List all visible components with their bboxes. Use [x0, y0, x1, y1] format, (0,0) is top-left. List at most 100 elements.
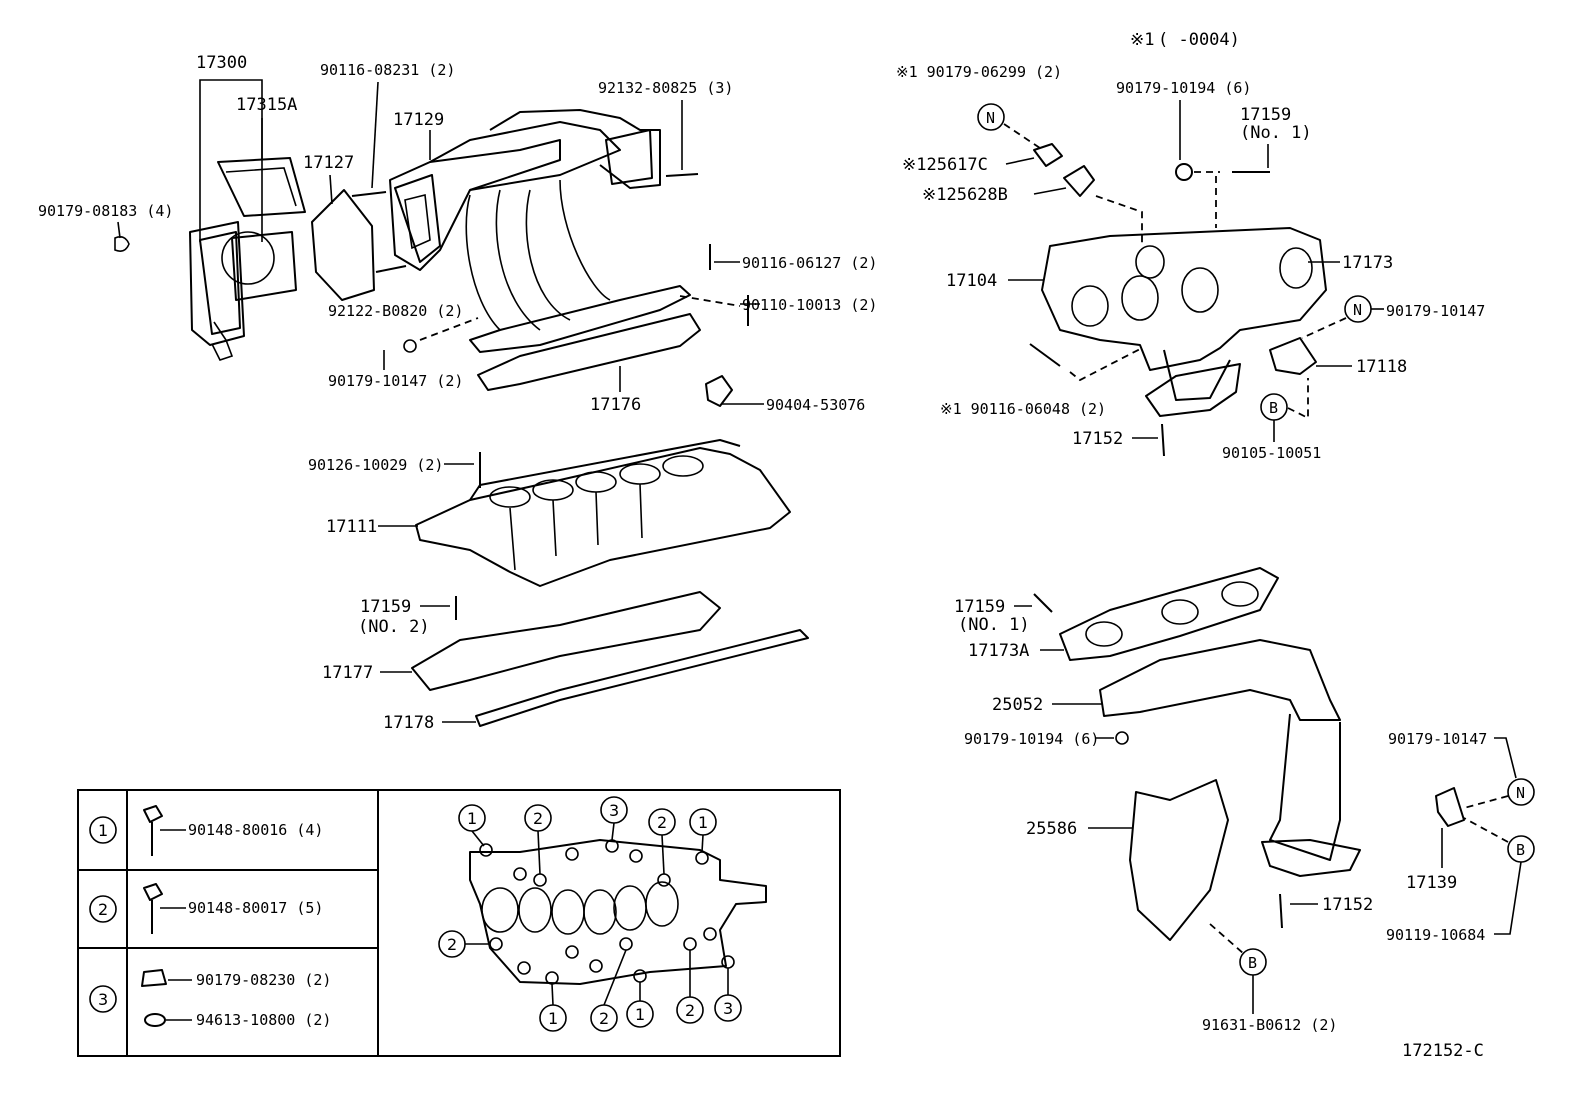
- pattern-leaders: [465, 822, 729, 1006]
- circle-n-top-label: N: [986, 109, 995, 127]
- circle-n-bottom: [1507, 778, 1535, 806]
- gasket-17127: [311, 189, 375, 301]
- label-17152-b: 17152: [1322, 895, 1373, 915]
- gasket-17177: [411, 591, 721, 691]
- label-90179-10147-b: 90179-10147: [1388, 730, 1487, 748]
- legend-part-3: 90179-08230 (2): [196, 971, 331, 989]
- nut-90179-10194: [1175, 163, 1193, 181]
- label-17118: 17118: [1356, 357, 1407, 377]
- label-90119-10684: 90119-10684: [1386, 926, 1485, 944]
- stud-90116-08231: [351, 191, 387, 197]
- label-17129: 17129: [393, 110, 444, 130]
- label-17173a: 17173A: [968, 641, 1029, 661]
- label-17300: 17300: [196, 53, 247, 73]
- label-17104: 17104: [946, 271, 997, 291]
- legend-key-3: 3: [98, 990, 108, 1009]
- lower-intake-manifold-drawing: [415, 439, 791, 587]
- gasket-17176: [477, 313, 701, 391]
- exhaust-converter-drawing: [1099, 639, 1361, 877]
- exhaust-manifold-drawing: [1041, 227, 1327, 417]
- washer-icon-3: [144, 1013, 166, 1027]
- label-90110-10013: 90110-10013 (2): [742, 296, 877, 314]
- label-90126-10029: 90126-10029 (2): [308, 456, 443, 474]
- label-90179-10194-b: 90179-10194 (6): [964, 730, 1099, 748]
- figure-code: 172152-C: [1402, 1041, 1484, 1061]
- stud-92122-b0820: [375, 265, 407, 273]
- label-17173: 17173: [1342, 253, 1393, 273]
- bolt-icon-1: [143, 805, 163, 856]
- label-17159-no1b: 17159: [954, 597, 1005, 617]
- nut-90179-10147: [403, 339, 417, 353]
- label-90116-06127: 90116-06127 (2): [742, 254, 877, 272]
- stud-92132-80825: [665, 173, 699, 177]
- note-range: ( -0004): [1158, 30, 1240, 50]
- label-17111: 17111: [326, 517, 377, 537]
- label-92122-b0820: 92122-B0820 (2): [328, 302, 463, 320]
- label-17315a: 17315A: [236, 95, 297, 115]
- label-90404-53076: 90404-53076: [766, 396, 865, 414]
- stud-90116-06048: [1029, 343, 1061, 367]
- label-17159-no2: 17159: [360, 597, 411, 617]
- label-17159-no1: 17159: [1240, 105, 1291, 125]
- label-91631-b0612: 91631-B0612 (2): [1202, 1016, 1337, 1034]
- bolt-legend-table: [77, 789, 841, 1057]
- bolt-icon-2: [143, 883, 163, 934]
- label-90116-06048: ※1 90116-06048 (2): [940, 400, 1106, 418]
- legend-key-1: 1: [98, 821, 108, 840]
- legend-row-1: 1: [89, 816, 117, 844]
- legend-row-3: 3: [89, 985, 117, 1013]
- label-92132-80825: 92132-80825 (3): [598, 79, 733, 97]
- legend-part-1: 90148-80016 (4): [188, 821, 323, 839]
- label-17127: 17127: [303, 153, 354, 173]
- svg-text:1: 1: [635, 1005, 645, 1024]
- svg-text:3: 3: [723, 999, 733, 1018]
- nut-icon-3: [141, 969, 167, 987]
- label-90116-08231: 90116-08231 (2): [320, 61, 455, 79]
- circle-n-bottom-label: N: [1516, 784, 1525, 802]
- note-mark: ※1: [1130, 30, 1154, 50]
- svg-text:2: 2: [447, 935, 457, 954]
- sensor-90404-53076: [705, 375, 733, 407]
- bracket-17139: [1435, 787, 1465, 827]
- intake-manifold-drawing: [389, 109, 691, 353]
- throttle-body-drawing: [114, 157, 306, 361]
- label-17159-no2-sub: (NO. 2): [358, 617, 430, 637]
- legend-key-2: 2: [98, 900, 108, 919]
- label-90179-10147-2: 90179-10147 (2): [328, 372, 463, 390]
- svg-text:2: 2: [657, 813, 667, 832]
- stud-17152-b: [1279, 893, 1283, 929]
- nut-90179-10194-b: [1115, 731, 1129, 745]
- gasket-17173a: [1059, 567, 1279, 661]
- gasket-125617c: [1033, 143, 1063, 167]
- label-90179-08183: 90179-08183 (4): [38, 202, 173, 220]
- circle-b-top-label: B: [1269, 399, 1278, 417]
- legend-part-3b: 94613-10800 (2): [196, 1011, 331, 1029]
- label-90179-10147-r: 90179-10147: [1386, 302, 1485, 320]
- svg-text:2: 2: [685, 1001, 695, 1020]
- pattern-callouts: 1 2 3 2 1 2 1 2 1 2 3: [438, 796, 742, 1032]
- label-17176: 17176: [590, 395, 641, 415]
- label-25052: 25052: [992, 695, 1043, 715]
- svg-text:2: 2: [599, 1009, 609, 1028]
- stud-17159-no1b: [1033, 593, 1053, 613]
- label-17177: 17177: [322, 663, 373, 683]
- circle-n-right-label: N: [1353, 301, 1362, 319]
- legend-part-2: 90148-80017 (5): [188, 899, 323, 917]
- label-17159-no1-sub: (No. 1): [1240, 123, 1312, 143]
- svg-text:2: 2: [533, 809, 543, 828]
- label-125617c: ※125617C: [902, 155, 988, 175]
- label-17139: 17139: [1406, 873, 1457, 893]
- circle-b-right-label: B: [1516, 841, 1525, 859]
- label-25586: 25586: [1026, 819, 1077, 839]
- label-90179-06299: ※1 90179-06299 (2): [896, 63, 1062, 81]
- stud-17152-a: [1161, 423, 1165, 457]
- label-125628b: ※125628B: [922, 185, 1008, 205]
- label-17178: 17178: [383, 713, 434, 733]
- bracket-17118: [1269, 337, 1317, 375]
- svg-text:1: 1: [548, 1009, 558, 1028]
- label-17152-a: 17152: [1072, 429, 1123, 449]
- svg-text:3: 3: [609, 801, 619, 820]
- label-17159-no1b-sub: (NO. 1): [958, 615, 1030, 635]
- label-90105-10051: 90105-10051: [1222, 444, 1321, 462]
